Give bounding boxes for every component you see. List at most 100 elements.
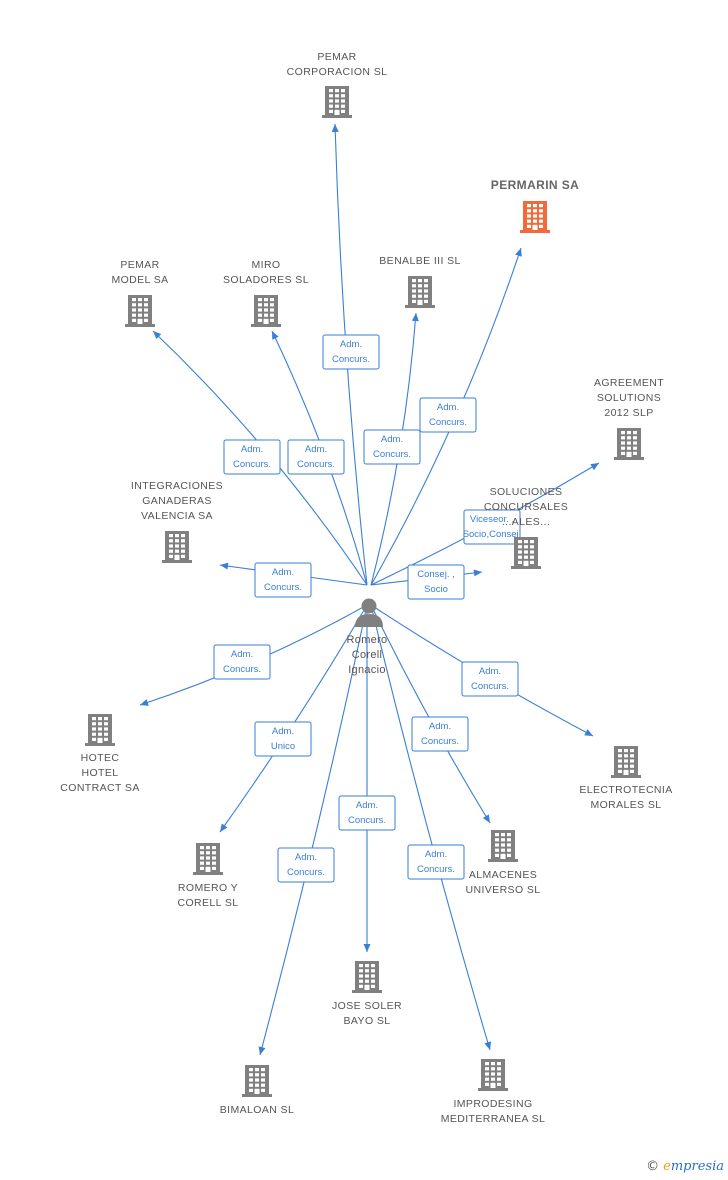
building-icon bbox=[405, 276, 435, 308]
arrow-head bbox=[584, 729, 593, 736]
company-label-line: BENALBE III SL bbox=[379, 255, 460, 267]
company-label-line: SOLUTIONS bbox=[597, 392, 661, 404]
building-icon bbox=[85, 714, 115, 746]
relation-label-box[interactable]: Viceseor. , Socio,Consej. bbox=[463, 509, 522, 545]
company-label-line: AGREEMENT bbox=[594, 377, 664, 389]
company-node-agreement[interactable]: AGREEMENT SOLUTIONS 2012 SLP bbox=[594, 377, 664, 460]
relation-label-line: Concurs. bbox=[264, 582, 302, 593]
company-node-bimaloan[interactable]: BIMALOAN SL bbox=[220, 1065, 294, 1116]
company-node-jose-soler[interactable]: JOSE SOLER BAYO SL bbox=[332, 961, 402, 1027]
relation-label-line: Adm. bbox=[479, 666, 501, 677]
arrow-head bbox=[258, 1046, 266, 1055]
relation-label-box[interactable]: Adm. Concurs. bbox=[411, 716, 469, 752]
company-node-miro-soladores[interactable]: MIRO SOLADORES SL bbox=[223, 259, 309, 327]
brand-watermark: ©empresia bbox=[646, 1159, 724, 1174]
relation-label-box[interactable]: Adm. Concurs. bbox=[213, 644, 271, 680]
company-label-line: SOLADORES SL bbox=[223, 274, 309, 286]
edge-line bbox=[259, 604, 368, 1056]
edge-line bbox=[370, 604, 491, 824]
relation-edge-improdesing bbox=[370, 604, 492, 1051]
relation-label-box[interactable]: Adm.Concurs. bbox=[363, 429, 421, 465]
relation-label-line: Concurs. bbox=[233, 459, 271, 470]
relation-label-line: Socio bbox=[424, 584, 448, 595]
person-name-line-3: Ignacio bbox=[348, 664, 386, 676]
company-label-line: CORPORACION SL bbox=[287, 66, 388, 78]
arrow-head bbox=[482, 814, 490, 823]
relation-label-box[interactable]: Adm.Concurs. bbox=[461, 661, 519, 697]
arrow-head bbox=[590, 463, 599, 471]
building-icon bbox=[352, 961, 382, 993]
company-node-almacenes[interactable]: ALMACENES UNIVERSO SL bbox=[465, 830, 540, 896]
company-label-line: UNIVERSO SL bbox=[465, 884, 540, 896]
arrow-head bbox=[484, 1041, 492, 1050]
relation-label-line: Adm. bbox=[340, 339, 362, 350]
relation-label-box[interactable]: Adm. Concurs. bbox=[254, 562, 312, 598]
relation-label-line: Concurs. bbox=[223, 664, 261, 675]
company-label-line: MODEL SA bbox=[111, 274, 168, 286]
building-icon bbox=[488, 830, 518, 862]
company-label-line: MEDITERRANEA SL bbox=[441, 1113, 546, 1125]
company-label-line: ALMACENES bbox=[469, 869, 537, 881]
company-label-line: VALENCIA SA bbox=[141, 510, 213, 522]
brand-name: mpresia bbox=[670, 1159, 724, 1174]
building-icon bbox=[511, 537, 541, 569]
relation-label-line: Adm. bbox=[231, 649, 253, 660]
relation-label-line: Adm. bbox=[429, 721, 451, 732]
company-label-line: 2012 SLP bbox=[604, 407, 653, 419]
building-icon bbox=[611, 746, 641, 778]
company-label-line: MIRO bbox=[251, 259, 280, 271]
relation-edge-almacenes bbox=[370, 604, 491, 824]
relation-label-line: Adm. bbox=[425, 849, 447, 860]
relation-label-box[interactable]: Adm.Concurs. bbox=[277, 847, 335, 883]
relation-label-box[interactable]: Adm.Unico bbox=[254, 721, 312, 757]
building-icon bbox=[193, 843, 223, 875]
relation-label-line: Adm. bbox=[272, 567, 294, 578]
person-icon bbox=[355, 598, 383, 627]
relation-label-box[interactable]: Consej. , Socio bbox=[407, 564, 465, 600]
company-label-line: HOTEL bbox=[81, 767, 118, 779]
arrow-head bbox=[331, 124, 339, 133]
company-node-benalbe[interactable]: BENALBE III SL bbox=[379, 255, 460, 308]
building-icon bbox=[242, 1065, 272, 1097]
relation-label-box[interactable]: Adm.Concurs. bbox=[338, 795, 396, 831]
company-label-line: ...ALES... bbox=[502, 516, 550, 528]
relation-label-line: Concurs. bbox=[429, 417, 467, 428]
person-name-line-2: Corell bbox=[352, 649, 383, 661]
relation-label-line: Unico bbox=[271, 741, 295, 752]
relation-label-line: Viceseor. , bbox=[470, 514, 514, 525]
building-icon bbox=[251, 295, 281, 327]
arrow-head bbox=[411, 313, 419, 322]
relation-label-box[interactable]: Adm. Concurs. bbox=[223, 439, 281, 475]
relation-label-box[interactable]: Adm.Concurs. bbox=[407, 844, 465, 880]
center-person-node[interactable]: Romero Corell Ignacio bbox=[347, 598, 388, 677]
company-node-pemar-model[interactable]: PEMAR MODEL SA bbox=[111, 259, 168, 327]
company-label-line: PEMAR bbox=[120, 259, 159, 271]
company-label-line: HOTEC bbox=[81, 752, 120, 764]
company-label-line: ROMERO Y bbox=[178, 882, 238, 894]
company-label-line: GANADERAS bbox=[142, 495, 212, 507]
company-node-romero-corell[interactable]: ROMERO Y CORELL SL bbox=[178, 843, 239, 909]
company-node-permarin[interactable]: PERMARIN SA bbox=[491, 178, 579, 233]
relation-label-line: Concurs. bbox=[373, 449, 411, 460]
company-node-soluciones[interactable]: SOLUCIONESCONCURSALES...ALES... bbox=[484, 486, 568, 569]
relation-label-line: Consej. , bbox=[417, 569, 455, 580]
relation-label-line: Adm. bbox=[241, 444, 263, 455]
company-label-line: BAYO SL bbox=[344, 1015, 391, 1027]
company-label-line: JOSE SOLER bbox=[332, 1000, 402, 1012]
company-label-line: CORELL SL bbox=[178, 897, 239, 909]
relation-label-box[interactable]: Adm.Concurs. bbox=[419, 397, 477, 433]
edge-line bbox=[219, 604, 368, 833]
relation-label-line: Concurs. bbox=[421, 736, 459, 747]
relation-label-box[interactable]: Adm.Concurs. bbox=[287, 439, 345, 475]
relation-edge-bimaloan bbox=[258, 604, 368, 1056]
relation-label-line: Adm. bbox=[295, 852, 317, 863]
relation-label-line: Socio,Consej. bbox=[463, 529, 522, 540]
relation-label-box[interactable]: Adm.Concurs. bbox=[322, 334, 380, 370]
company-label-line: SOLUCIONES bbox=[490, 486, 563, 498]
